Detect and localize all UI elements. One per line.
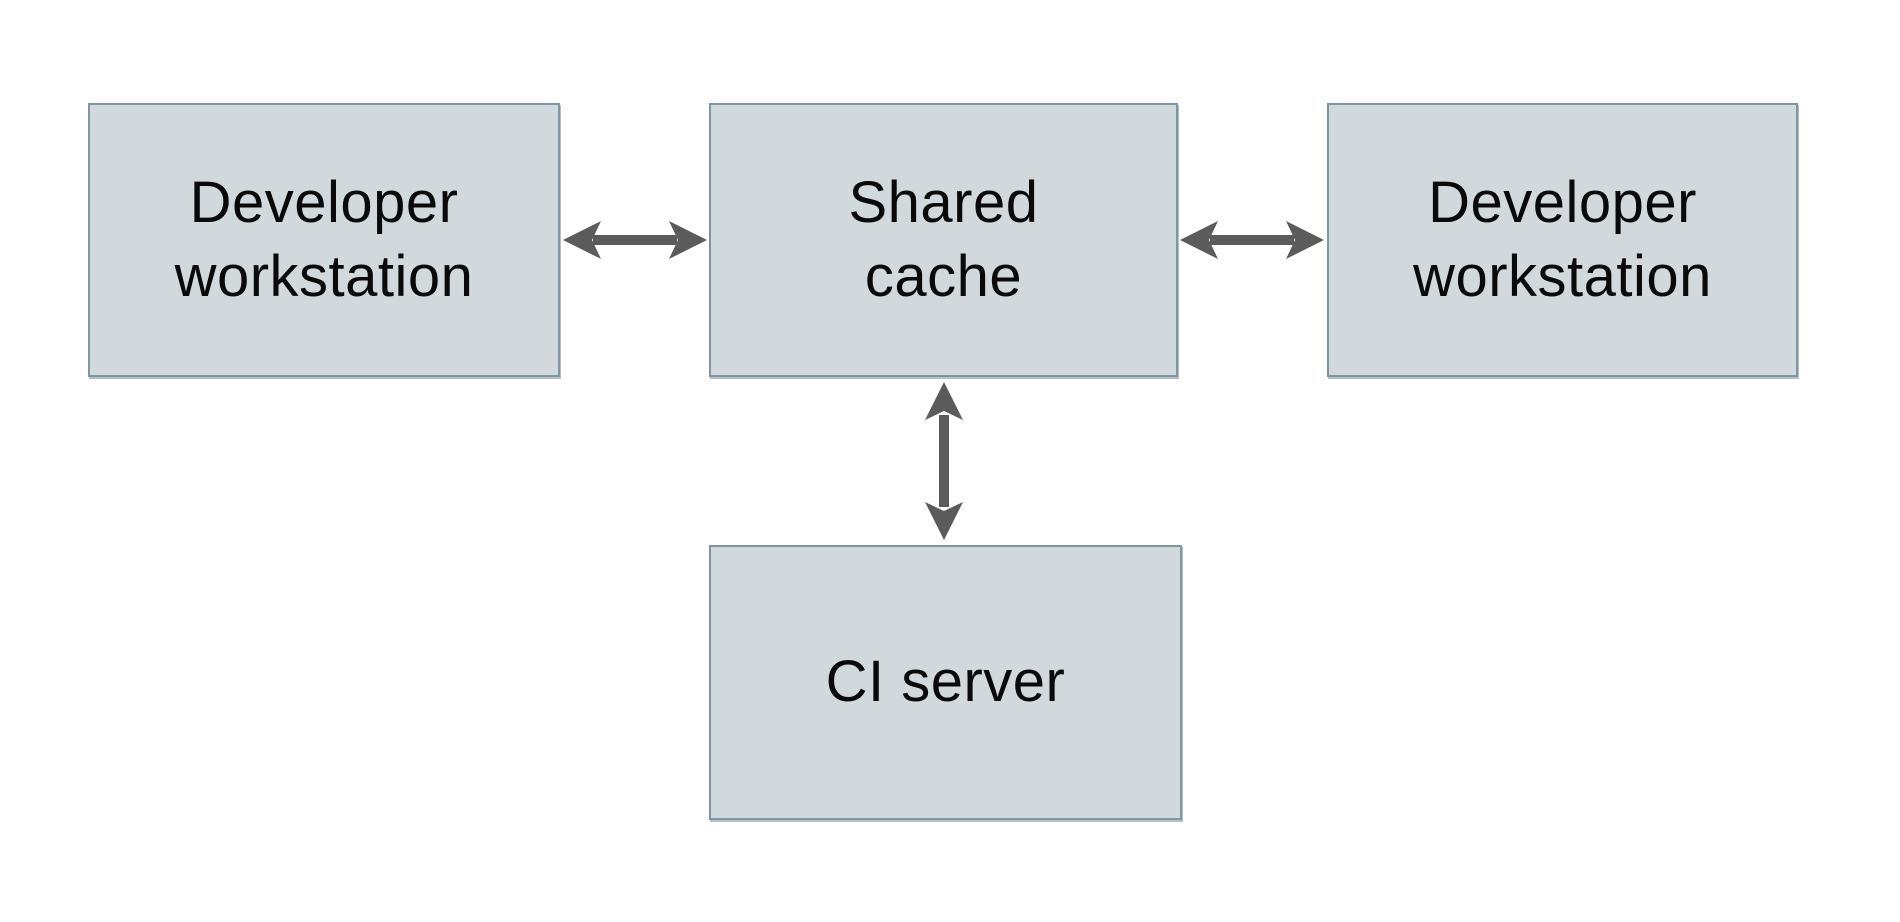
node-label-developer-workstation-right: Developer workstation — [1413, 169, 1712, 309]
node-ci-server: CI server — [709, 545, 1182, 820]
bidirectional-arrow-shared-cache-right-workstation — [1180, 221, 1324, 259]
node-label-shared-cache: Shared cache — [848, 169, 1039, 309]
node-shared-cache: Shared cache — [709, 103, 1178, 377]
bidirectional-arrow-shared-cache-ci-server — [925, 382, 963, 540]
node-developer-workstation-right: Developer workstation — [1327, 103, 1798, 377]
node-label-ci-server: CI server — [825, 649, 1066, 715]
node-developer-workstation-left: Developer workstation — [88, 103, 560, 377]
node-label-developer-workstation-left: Developer workstation — [174, 169, 474, 309]
bidirectional-arrow-left-workstation-shared-cache — [563, 221, 707, 259]
